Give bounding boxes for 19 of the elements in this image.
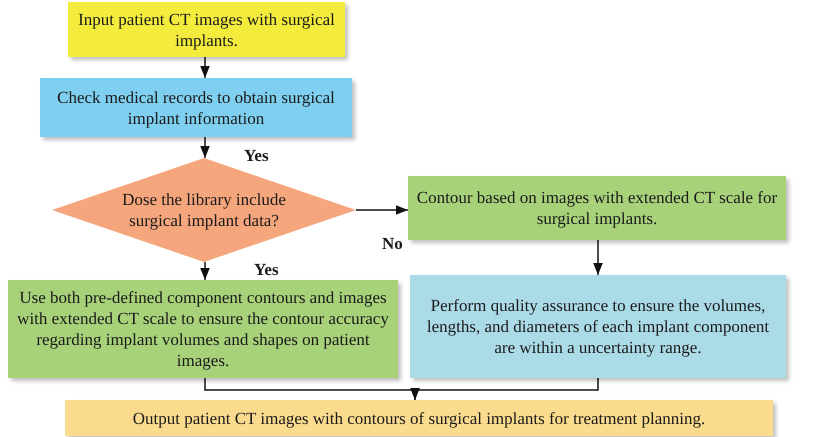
process-box: [68, 2, 345, 57]
arrow: [200, 57, 210, 78]
step-text: Input patient CT images with surgical implants.: [77, 8, 336, 50]
arrow: [356, 205, 408, 215]
step-text: Dose the library include surgical implant data?: [122, 189, 286, 231]
step-text: Check medical records to obtain surgical implant information: [56, 86, 336, 128]
arrow: [200, 262, 210, 280]
arrow: [593, 240, 603, 275]
process-box: [40, 78, 352, 137]
arrow: [410, 378, 599, 400]
step-text: Perform quality assurance to ensure the volumes, lengths, and diameters of each implant component are within a uncertainty range.: [426, 295, 770, 358]
process-box: [8, 280, 398, 378]
process-box: [408, 176, 786, 240]
process-box: [65, 400, 773, 436]
process-box: [410, 275, 786, 378]
step-text: Output patient CT images with contours of surgical implants for treatment planning.: [132, 408, 706, 428]
step-text: Use both pre-defined component contours and images with extended CT scale to ensure the contour accuracy regarding implant volumes and shapes on patient images.: [16, 287, 390, 371]
arrow: [200, 137, 210, 158]
step-text: Contour based on images with extended CT scale for surgical implants.: [416, 187, 778, 229]
